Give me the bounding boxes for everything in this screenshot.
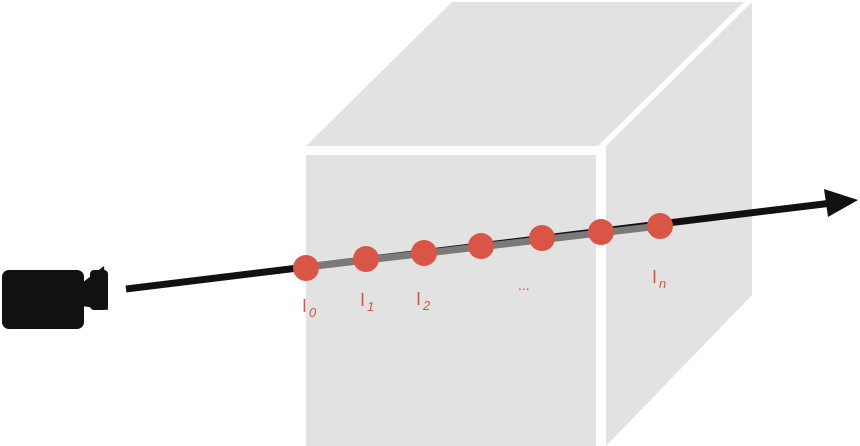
sample-label-base: I	[416, 289, 421, 309]
sample-point	[529, 225, 555, 251]
sample-point	[353, 246, 379, 272]
ray-arrowhead	[824, 189, 858, 217]
sample-point	[588, 219, 614, 245]
ellipsis-label: ...	[518, 277, 530, 293]
sample-label-subscript: 2	[422, 298, 431, 313]
sample-label-subscript: 1	[367, 299, 374, 314]
cube-top-face	[306, 2, 744, 146]
sample-point	[411, 240, 437, 266]
camera-lens-housing	[90, 270, 108, 310]
sample-point	[293, 255, 319, 281]
sample-point	[468, 233, 494, 259]
sample-label-subscript: 0	[309, 305, 317, 320]
cube-front-face	[306, 155, 596, 446]
sample-label-base: I	[360, 290, 365, 310]
sample-point	[647, 213, 673, 239]
volume-cube	[306, 2, 752, 446]
camera-body	[2, 270, 84, 329]
sample-points	[293, 213, 673, 281]
sample-label-base: I	[302, 296, 307, 316]
sample-label-subscript: n	[659, 276, 666, 291]
sample-label-base: I	[652, 267, 657, 287]
video-camera-icon	[2, 266, 108, 329]
